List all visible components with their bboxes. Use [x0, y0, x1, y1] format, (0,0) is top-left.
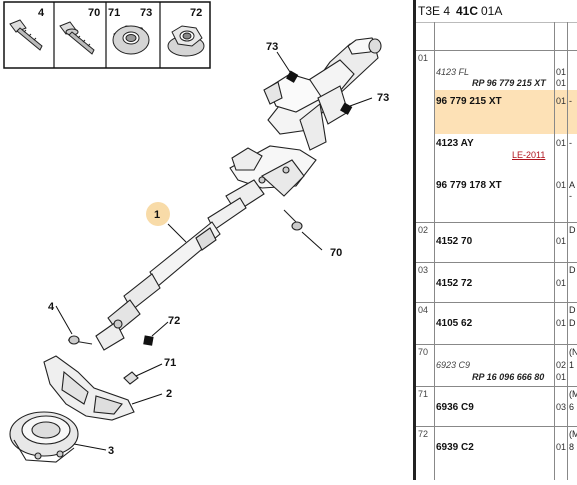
part-spec: - [569, 138, 572, 148]
part-spec: 1 [569, 360, 575, 370]
part-number[interactable]: 4152 72 [436, 278, 473, 289]
part-qty: 03 [556, 402, 567, 412]
ref-variant: 01A [481, 4, 503, 18]
replacement-ref[interactable]: RP 96 779 215 XT [472, 78, 546, 88]
thumb-label-70: 70 [88, 7, 100, 19]
parts-group-01: 01 4123 FL 01 RP 96 779 215 XT 01 96 779… [416, 50, 577, 223]
parts-group-04: 04 4105 62 01 D D [416, 302, 577, 345]
part-spec: (M [569, 389, 577, 399]
replacement-ref[interactable]: RP 16 096 666 80 [472, 372, 545, 382]
diagram-reference-bar: T3E 4 41C 01A [416, 0, 577, 23]
part-qty: 01 [556, 278, 567, 288]
parts-table-header [416, 22, 577, 51]
part-number[interactable]: 6939 C2 [436, 442, 474, 453]
part-spec: D [569, 265, 576, 275]
part-qty: 01 [556, 236, 567, 246]
callout-3[interactable]: 3 [108, 445, 114, 457]
bolt-icon [9, 19, 43, 51]
part-spec: 6 [569, 402, 575, 412]
parts-list-panel: T3E 4 41C 01A 01 4123 FL 01 RP 96 779 21… [416, 0, 577, 480]
part-spec: - [569, 191, 572, 201]
callout-4[interactable]: 4 [48, 301, 55, 313]
steering-column-illustration: 4 70 71 73 72 [3, 1, 389, 463]
part-qty: 02 [556, 360, 567, 370]
fastener-markers [143, 70, 353, 346]
callout-1[interactable]: 1 [154, 209, 160, 221]
group-number: 71 [418, 389, 429, 399]
part-spec: 8 [569, 442, 575, 452]
part-number[interactable]: 6936 C9 [436, 402, 474, 413]
shoulder-nut-icon [112, 25, 150, 55]
fastener-thumbnails: 4 70 71 73 72 [3, 1, 211, 69]
part-number[interactable]: 4152 70 [436, 236, 473, 247]
thumb-label-71: 71 [108, 7, 120, 19]
callout-2[interactable]: 2 [166, 388, 172, 400]
part-ref-italic: 4123 FL [436, 67, 470, 77]
part-qty: 01 [556, 78, 567, 88]
callout-73-right[interactable]: 73 [377, 92, 389, 104]
part-spec: (M [569, 429, 577, 439]
part-spec: D [569, 225, 576, 235]
group-number: 01 [418, 53, 429, 63]
group-number: 70 [418, 347, 429, 357]
part-qty: 01 [556, 180, 567, 190]
part-number[interactable]: 4123 AY [436, 138, 474, 149]
part-number-selected[interactable]: 96 779 215 XT [436, 96, 502, 107]
callout-73-top[interactable]: 73 [266, 41, 278, 53]
part-qty: 01 [556, 318, 567, 328]
selected-row-highlight [434, 90, 577, 134]
panel-divider [413, 0, 416, 480]
flange-bolt-icon [59, 21, 95, 55]
thumb-label-73: 73 [140, 7, 152, 19]
part-spec: A [569, 180, 576, 190]
part-spec: D [569, 318, 576, 328]
part-number[interactable]: 4105 62 [436, 318, 473, 329]
ref-group: 41C [456, 4, 479, 18]
part-ref-italic: 6923 C9 [436, 360, 471, 370]
parts-group-71: 71 6936 C9 03 (M 6 [416, 386, 577, 427]
group-number: 03 [418, 265, 429, 275]
callout-leaders [55, 51, 373, 451]
callout-72[interactable]: 72 [168, 315, 180, 327]
part-qty: 01 [556, 67, 567, 77]
part-qty: 01 [556, 138, 567, 148]
part-qty: 01 [556, 372, 567, 382]
thumb-label-72: 72 [190, 7, 202, 19]
callout-71[interactable]: 71 [164, 357, 176, 369]
exploded-parts-diagram: 4 70 71 73 72 [3, 1, 390, 463]
part-number[interactable]: 96 779 178 XT [436, 180, 502, 191]
hex-flange-nut-icon [167, 25, 205, 57]
part-qty: 01 [556, 442, 567, 452]
parts-group-02: 02 4152 70 01 D [416, 222, 577, 263]
parts-group-70: 70 6923 C9 02 (N RP 16 096 666 80 01 1 [416, 344, 577, 387]
part-1-highlight [146, 202, 170, 226]
ref-code: T3E 4 [418, 4, 451, 18]
date-limit-link[interactable]: LE-2011 [512, 150, 546, 160]
part-spec: D [569, 305, 576, 315]
steering-column-assembly [9, 37, 382, 463]
part-spec: (N [569, 347, 577, 357]
group-number: 04 [418, 305, 429, 315]
callout-70[interactable]: 70 [330, 247, 342, 259]
group-number: 72 [418, 429, 429, 439]
parts-group-72: 72 6939 C2 01 (M 8 [416, 426, 577, 480]
thumb-label-4: 4 [38, 7, 45, 19]
part-qty: 01 [556, 96, 567, 106]
parts-group-03: 03 4152 72 01 D [416, 262, 577, 303]
part-spec: - [569, 96, 572, 106]
group-number: 02 [418, 225, 429, 235]
